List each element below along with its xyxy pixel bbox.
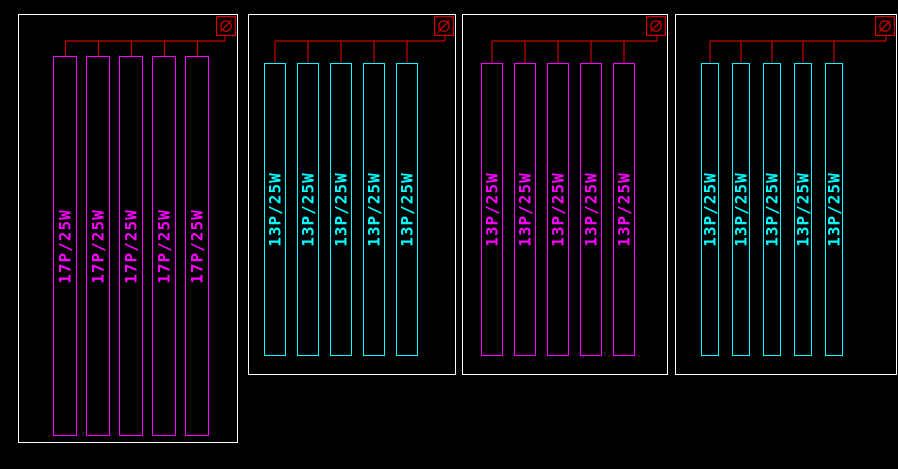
pv-string-label: 13P/25W bbox=[581, 172, 601, 247]
pv-string: 17P/25W bbox=[152, 56, 176, 436]
pv-string: 13P/25W bbox=[264, 63, 286, 356]
dc-bus-wiring bbox=[491, 36, 658, 63]
circuit-breaker-icon bbox=[875, 16, 895, 36]
pv-string: 13P/25W bbox=[547, 63, 569, 356]
pv-string: 13P/25W bbox=[700, 63, 720, 356]
pv-string: 13P/25W bbox=[330, 63, 352, 356]
pv-string-label: 13P/25W bbox=[265, 172, 285, 247]
pv-string-label: 13P/25W bbox=[331, 172, 351, 247]
pv-string: 13P/25W bbox=[762, 63, 782, 356]
pv-array-group-3: 13P/25W 13P/25W 13P/25W 13P/25W 13P/25W bbox=[462, 14, 668, 375]
pv-string-label: 13P/25W bbox=[731, 172, 751, 247]
pv-string-label: 13P/25W bbox=[614, 172, 634, 247]
circuit-breaker-icon bbox=[434, 16, 454, 36]
pv-string: 13P/25W bbox=[580, 63, 602, 356]
pv-string-label: 13P/25W bbox=[515, 172, 535, 247]
pv-string-label: 17P/25W bbox=[154, 208, 174, 284]
pv-string: 13P/25W bbox=[613, 63, 635, 356]
pv-string: 13P/25W bbox=[731, 63, 751, 356]
pv-array-group-1: 17P/25W 17P/25W 17P/25W 17P/25W 17P/25W bbox=[18, 14, 238, 443]
pv-string-label: 17P/25W bbox=[55, 208, 75, 284]
pv-string: 13P/25W bbox=[824, 63, 844, 356]
pv-string: 17P/25W bbox=[53, 56, 77, 436]
dc-bus-wiring bbox=[274, 36, 446, 63]
pv-string-label: 13P/25W bbox=[364, 172, 384, 247]
pv-string: 13P/25W bbox=[793, 63, 813, 356]
pv-string: 13P/25W bbox=[363, 63, 385, 356]
pv-string-label: 17P/25W bbox=[187, 208, 207, 284]
circuit-breaker-icon bbox=[216, 16, 236, 36]
pv-array-group-4: 13P/25W 13P/25W 13P/25W 13P/25W 13P/25W bbox=[675, 14, 897, 375]
pv-string-label: 13P/25W bbox=[298, 172, 318, 247]
pv-string-label: 13P/25W bbox=[700, 172, 720, 247]
pv-string: 17P/25W bbox=[119, 56, 143, 436]
circuit-breaker-icon bbox=[646, 16, 666, 36]
pv-string-label: 13P/25W bbox=[793, 172, 813, 247]
dc-bus-wiring bbox=[709, 36, 887, 63]
pv-string: 13P/25W bbox=[514, 63, 536, 356]
pv-string: 17P/25W bbox=[86, 56, 110, 436]
pv-string: 13P/25W bbox=[297, 63, 319, 356]
pv-string: 13P/25W bbox=[481, 63, 503, 356]
pv-string: 13P/25W bbox=[396, 63, 418, 356]
pv-string: 17P/25W bbox=[185, 56, 209, 436]
pv-string-label: 13P/25W bbox=[397, 172, 417, 247]
pv-string-label: 13P/25W bbox=[762, 172, 782, 247]
pv-string-label: 13P/25W bbox=[482, 172, 502, 247]
pv-string-label: 13P/25W bbox=[824, 172, 844, 247]
pv-array-group-2: 13P/25W 13P/25W 13P/25W 13P/25W 13P/25W bbox=[248, 14, 456, 375]
pv-string-label: 13P/25W bbox=[548, 172, 568, 247]
pv-string-label: 17P/25W bbox=[121, 208, 141, 284]
pv-string-label: 17P/25W bbox=[88, 208, 108, 284]
